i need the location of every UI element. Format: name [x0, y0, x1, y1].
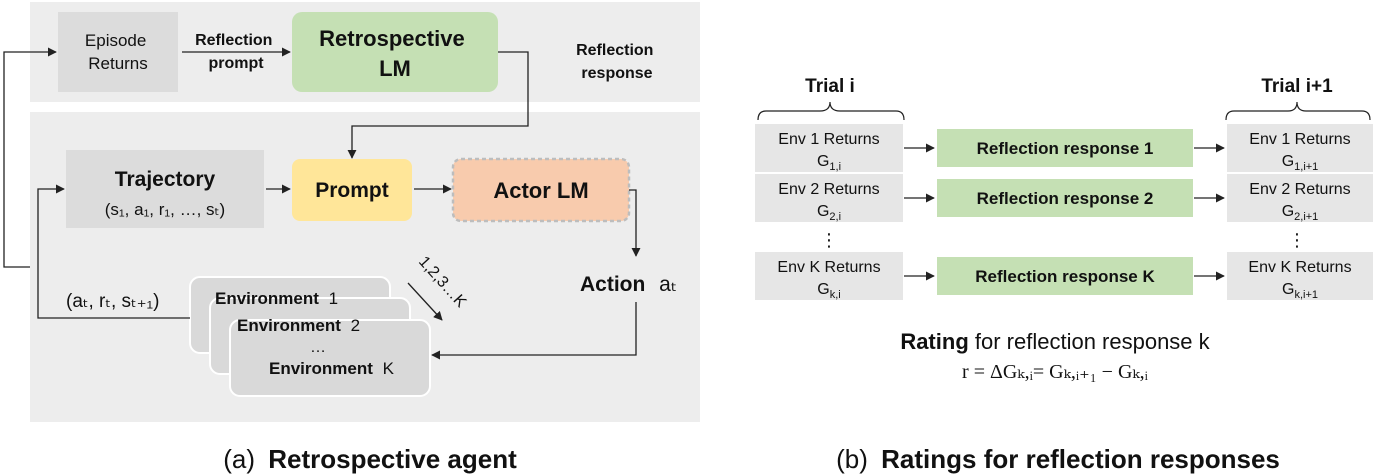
row1-left-box [755, 124, 903, 172]
row2-left-g-symbol: G [817, 203, 829, 220]
arrow-parallel [407, 282, 443, 321]
rowk-right-g: Gk,i+1 [1282, 281, 1318, 301]
caption-a-prefix: (a) [223, 444, 255, 474]
prompt-box [292, 159, 412, 221]
caption-b: (b) Ratings for reflection responses [836, 444, 1280, 474]
action-var: aₜ [659, 273, 677, 296]
panel-b: Trial i Trial i+1 Env 1 Returns G1,i Ref… [755, 76, 1373, 474]
arrow-actor-to-action [629, 189, 641, 257]
prompt-label: Prompt [315, 179, 389, 202]
row1-response: Reflection response 1 [977, 139, 1154, 158]
row1-left-g-symbol: G [817, 153, 829, 170]
row2-left-g: G2,i [817, 203, 841, 223]
env-card-3 [229, 319, 431, 397]
rowk-left-g-symbol: G [817, 281, 829, 298]
trajectory-tuple: (s₁, a₁, r₁, …, sₜ) [105, 200, 225, 219]
retrospective-lm-line2: LM [379, 56, 411, 81]
trial-i1-brace [1225, 101, 1371, 121]
row1-response-box [937, 129, 1193, 167]
retrospective-lm-box [292, 12, 498, 92]
rowk-right-label: Env K Returns [1248, 259, 1351, 276]
row2-response-box [937, 179, 1193, 217]
trial-i-label: Trial i [805, 76, 855, 97]
rowk-response: Reflection response K [975, 267, 1155, 286]
row2-response: Reflection response 2 [977, 189, 1154, 208]
row2-right-g-symbol: G [1282, 203, 1294, 220]
arrow-loop-to-episode [3, 47, 57, 268]
rowk-left-g-sub: k,i [830, 289, 841, 301]
row2-right-g-sub: 2,i+1 [1294, 211, 1318, 223]
row2-right-label: Env 2 Returns [1249, 181, 1350, 198]
svg-text:Reflection prompt: Reflection prompt [195, 32, 277, 72]
rating-formula: r = ΔGₖ,ᵢ= Gₖ,ᵢ₊₁ − Gₖ,ᵢ [962, 361, 1149, 383]
trajectory-title: Trajectory [115, 168, 216, 191]
caption-b-prefix: (b) [836, 444, 868, 474]
episode-returns-box [58, 12, 178, 92]
rowk-right-g-symbol: G [1282, 281, 1294, 298]
row1-right-box [1227, 124, 1373, 172]
row2-right-box [1227, 174, 1373, 222]
rowk-left-g: Gk,i [817, 281, 840, 301]
row2-left-box [755, 174, 903, 222]
episode-returns-line1: Episode [85, 31, 146, 50]
arrow-env-to-trajectory [37, 184, 190, 319]
actor-lm-box [451, 157, 631, 223]
vdots-left: ⋮ [820, 230, 838, 250]
actor-lm-label: Actor LM [493, 178, 588, 203]
trial-i1-label: Trial i+1 [1261, 76, 1333, 97]
row1-right-g: G1,i+1 [1282, 153, 1319, 173]
episode-returns-line2: Returns [88, 54, 148, 73]
row1-left-label: Env 1 Returns [778, 131, 879, 148]
caption-a-title: Retrospective agent [268, 444, 517, 474]
svg-text:Episode Returns: Episode Returns [85, 31, 151, 73]
env-1-text: Environment 1 [215, 289, 338, 308]
rowk-response-box [937, 257, 1193, 295]
action-label: Action [580, 273, 645, 296]
env-2-index: 2 [351, 316, 360, 335]
env-1-index: 1 [329, 289, 338, 308]
env-2-text: Environment 2 [237, 316, 360, 335]
reflection-response-line2: response [581, 65, 652, 82]
row1-right-g-sub: 1,i+1 [1294, 161, 1318, 173]
row1-left-g: G1,i [817, 153, 841, 173]
rating-line: Rating for reflection response k [900, 329, 1210, 354]
env-k-name: Environment [269, 359, 373, 378]
rowk-left-label: Env K Returns [777, 259, 880, 276]
env-1-name: Environment [215, 289, 319, 308]
row1-right-g-symbol: G [1282, 153, 1294, 170]
env-k-text: Environment K [269, 359, 395, 378]
trial-i-brace [757, 101, 905, 121]
trajectory-box [66, 150, 264, 228]
rowk-left-box [755, 252, 903, 300]
row2-right-g: G2,i+1 [1282, 203, 1319, 223]
reflection-prompt-line2: prompt [208, 55, 264, 72]
row1-left-g-sub: 1,i [829, 161, 841, 173]
feedback-tuple: (aₜ, rₜ, sₜ₊₁) [66, 291, 159, 312]
env-k-index: K [383, 359, 395, 378]
reflection-response-line1: Reflection [576, 42, 653, 59]
rating-bold: Rating [900, 329, 968, 354]
env-2-name: Environment [237, 316, 341, 335]
row1-right-label: Env 1 Returns [1249, 131, 1350, 148]
rating-rest: for reflection response k [969, 329, 1211, 354]
arrow-action-to-env [431, 302, 637, 360]
reflection-prompt-line1: Reflection [195, 32, 272, 49]
row2-left-label: Env 2 Returns [778, 181, 879, 198]
rowk-right-g-sub: k,i+1 [1294, 289, 1318, 301]
retrospective-lm-line1: Retrospective [319, 26, 465, 51]
action-text: Action aₜ [580, 273, 677, 296]
vdots-right: ⋮ [1288, 230, 1306, 250]
row2-left-g-sub: 2,i [829, 211, 841, 223]
arrow-retro-to-prompt [347, 51, 529, 159]
env-ellipsis: … [310, 339, 326, 356]
svg-text:Retrospective LM: Retrospective LM [319, 26, 471, 81]
svg-text:Reflection response: Reflection response [576, 42, 658, 82]
panel-a: Episode Returns Reflection prompt Retros… [3, 2, 700, 474]
caption-a: (a) Retrospective agent [223, 444, 517, 474]
rowk-right-box [1227, 252, 1373, 300]
caption-b-title: Ratings for reflection responses [881, 444, 1280, 474]
